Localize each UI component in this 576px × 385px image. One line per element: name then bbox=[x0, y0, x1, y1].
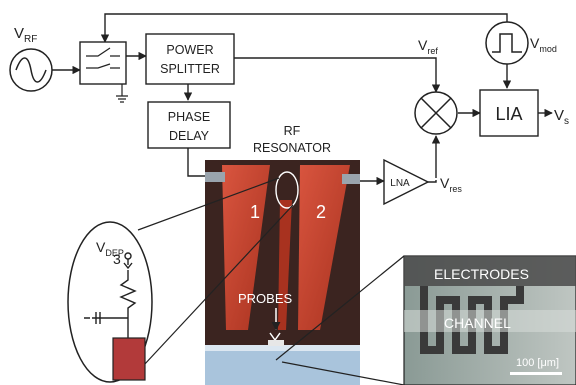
probe-pad bbox=[112, 337, 146, 381]
v-res-label: Vres bbox=[440, 175, 462, 194]
modulation-source bbox=[485, 21, 529, 65]
phase-delay-label-2: DELAY bbox=[169, 129, 210, 143]
ground-icon bbox=[116, 84, 128, 103]
mixer bbox=[414, 91, 458, 135]
phase-delay-block: PHASE DELAY bbox=[147, 101, 231, 149]
switch-icon bbox=[86, 47, 120, 69]
scale-bar-label: 100 [μm] bbox=[516, 357, 559, 369]
v-ref-label: Vref bbox=[418, 37, 438, 56]
multiply-icon bbox=[420, 97, 452, 129]
electrode-2-trace bbox=[298, 165, 350, 330]
resonator-title-1: RF bbox=[284, 124, 301, 138]
v-rf-label: VRF bbox=[14, 25, 37, 45]
zoom-marker bbox=[275, 171, 299, 209]
lna-label: LNA bbox=[390, 178, 410, 189]
inset-micrograph bbox=[275, 255, 576, 385]
resonator-photo bbox=[205, 160, 360, 385]
wires bbox=[52, 13, 553, 186]
rf-switch bbox=[79, 41, 128, 103]
channel-label: CHANNEL bbox=[444, 315, 511, 331]
power-splitter-label-2: SPLITTER bbox=[160, 62, 220, 76]
dep-circuit bbox=[84, 252, 137, 324]
probes-label: PROBES bbox=[238, 291, 293, 306]
center-trace bbox=[278, 200, 292, 330]
v-mod-label: Vmod bbox=[530, 35, 557, 54]
rf-source bbox=[9, 48, 53, 92]
power-splitter-label-1: POWER bbox=[166, 43, 213, 57]
lia-label: LIA bbox=[495, 104, 522, 124]
v-dep-label: VDEP bbox=[96, 239, 124, 258]
electrode-1-label: 1 bbox=[250, 202, 260, 222]
node-3-label: 3 bbox=[113, 251, 121, 267]
resonator-title-2: RESONATOR bbox=[253, 141, 331, 155]
square-wave-icon bbox=[492, 33, 522, 53]
electrode-1-trace bbox=[222, 165, 270, 330]
electrodes-label: ELECTRODES bbox=[434, 266, 529, 282]
lna-amplifier: LNA bbox=[383, 158, 430, 206]
v-s-label: Vs bbox=[554, 107, 569, 127]
capacitor-icon bbox=[84, 312, 128, 324]
power-splitter-block: POWER SPLITTER bbox=[145, 33, 235, 85]
resistor-icon bbox=[119, 270, 137, 322]
phase-delay-label-1: PHASE bbox=[168, 110, 210, 124]
lock-in-amplifier-block: LIA bbox=[479, 89, 539, 137]
electrode-2-label: 2 bbox=[316, 202, 326, 222]
sine-wave-icon bbox=[15, 57, 47, 83]
